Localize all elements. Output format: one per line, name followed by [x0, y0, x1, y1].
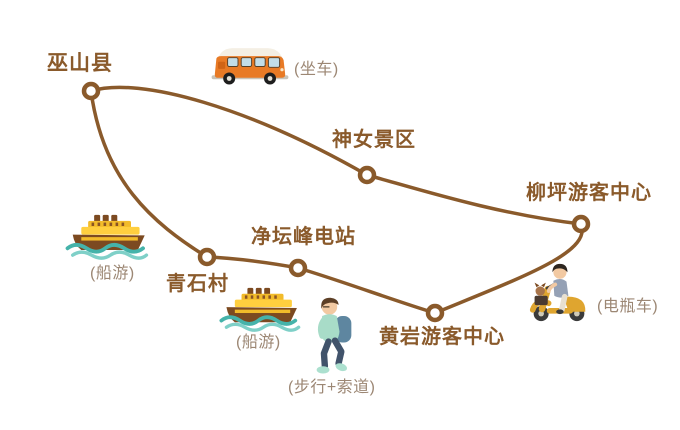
stop-label-huangyan: 黄岩游客中心 — [379, 326, 505, 348]
ship-icon — [65, 214, 149, 260]
stop-label-wushan: 巫山县 — [47, 52, 113, 75]
stop-node-liuping — [571, 214, 591, 234]
stop-node-wushan — [81, 81, 101, 101]
leg-caption-bus: (坐车) — [294, 61, 339, 78]
bus-icon — [211, 48, 289, 85]
scooter-icon — [529, 263, 586, 322]
stop-node-jingtan — [288, 258, 308, 278]
ship-icon — [219, 287, 301, 332]
stop-label-shennv: 神女景区 — [332, 129, 416, 151]
leg-caption-scooter: (电瓶车) — [597, 298, 659, 315]
stop-node-qingshi — [197, 247, 217, 267]
route-path — [89, 85, 584, 315]
leg-caption-boat-lower: (船游) — [236, 334, 281, 351]
stop-label-liuping: 柳坪游客中心 — [526, 182, 652, 204]
leg-caption-walk-cable: (步行+索道) — [288, 379, 376, 396]
stop-node-huangyan — [425, 303, 445, 323]
stop-label-jingtan: 净坛峰电站 — [251, 226, 356, 248]
hiker-icon — [316, 297, 352, 374]
stop-label-qingshi: 青石村 — [166, 273, 229, 295]
leg-caption-boat-upper: (船游) — [90, 265, 135, 282]
stop-node-shennv — [357, 165, 377, 185]
